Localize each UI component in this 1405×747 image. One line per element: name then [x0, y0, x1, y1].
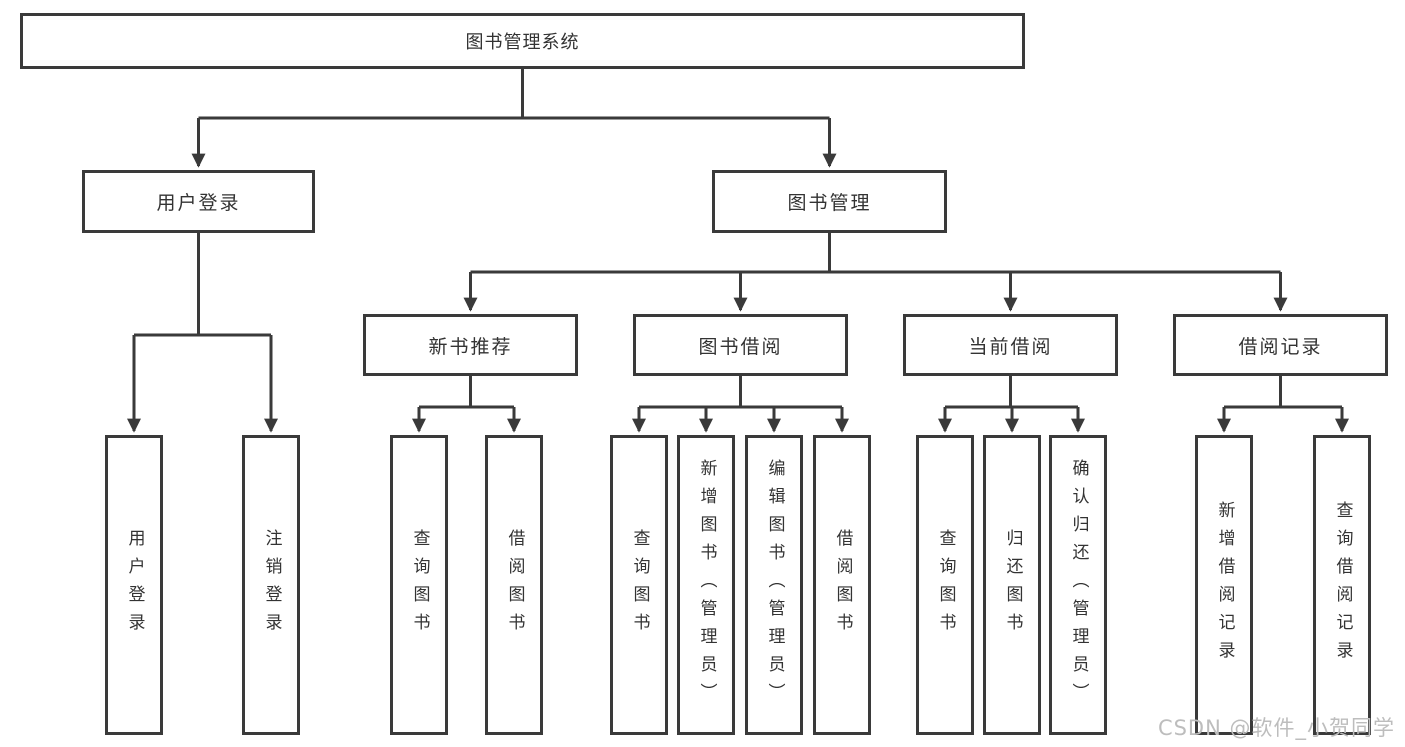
node-label: 新书推荐	[428, 335, 513, 358]
node-current-borrowing: 当前借阅	[903, 314, 1118, 376]
node-label: 借阅记录	[1238, 335, 1323, 358]
node-borrowing-records: 借阅记录	[1173, 314, 1388, 376]
leaf-user-login: 用户登录	[105, 435, 163, 735]
leaf-query-books-2: 查询图书	[610, 435, 668, 735]
leaf-confirm-return-admin: 确认归还（管理员）	[1049, 435, 1107, 735]
node-label: 归还图书	[1002, 529, 1023, 641]
node-label: 用户登录	[156, 192, 241, 214]
node-new-book-recommend: 新书推荐	[363, 314, 578, 376]
node-label: 图书借阅	[698, 335, 783, 358]
leaf-borrow-books-2: 借阅图书	[813, 435, 871, 735]
leaf-query-borrow-record: 查询借阅记录	[1313, 435, 1371, 735]
leaf-return-books: 归还图书	[983, 435, 1041, 735]
node-book-management: 图书管理	[712, 170, 947, 233]
node-label: 注销登录	[261, 529, 282, 641]
leaf-query-books-3: 查询图书	[916, 435, 974, 735]
node-label: 借阅图书	[504, 529, 525, 641]
node-label: 借阅图书	[832, 529, 853, 641]
leaf-borrow-books-1: 借阅图书	[485, 435, 543, 735]
leaf-logout: 注销登录	[242, 435, 300, 735]
node-label: 确认归还（管理员）	[1068, 459, 1089, 711]
leaf-add-book-admin: 新增图书（管理员）	[677, 435, 735, 735]
node-library-system: 图书管理系统	[20, 13, 1025, 69]
watermark-text: CSDN @软件_小贺同学	[1157, 716, 1395, 740]
node-label: 图书管理系统	[465, 32, 580, 53]
node-label: 新增图书（管理员）	[696, 459, 717, 711]
node-label: 查询图书	[409, 529, 430, 641]
node-label: 图书管理	[787, 192, 872, 214]
node-label: 用户登录	[124, 529, 145, 641]
node-user-login: 用户登录	[82, 170, 315, 233]
node-label: 当前借阅	[968, 335, 1053, 358]
leaf-query-books-1: 查询图书	[390, 435, 448, 735]
node-label: 查询借阅记录	[1332, 501, 1353, 669]
node-label: 查询图书	[935, 529, 956, 641]
node-label: 新增借阅记录	[1214, 501, 1235, 669]
node-label: 编辑图书（管理员）	[764, 459, 785, 711]
leaf-edit-book-admin: 编辑图书（管理员）	[745, 435, 803, 735]
node-book-borrowing: 图书借阅	[633, 314, 848, 376]
node-label: 查询图书	[629, 529, 650, 641]
leaf-add-borrow-record: 新增借阅记录	[1195, 435, 1253, 735]
